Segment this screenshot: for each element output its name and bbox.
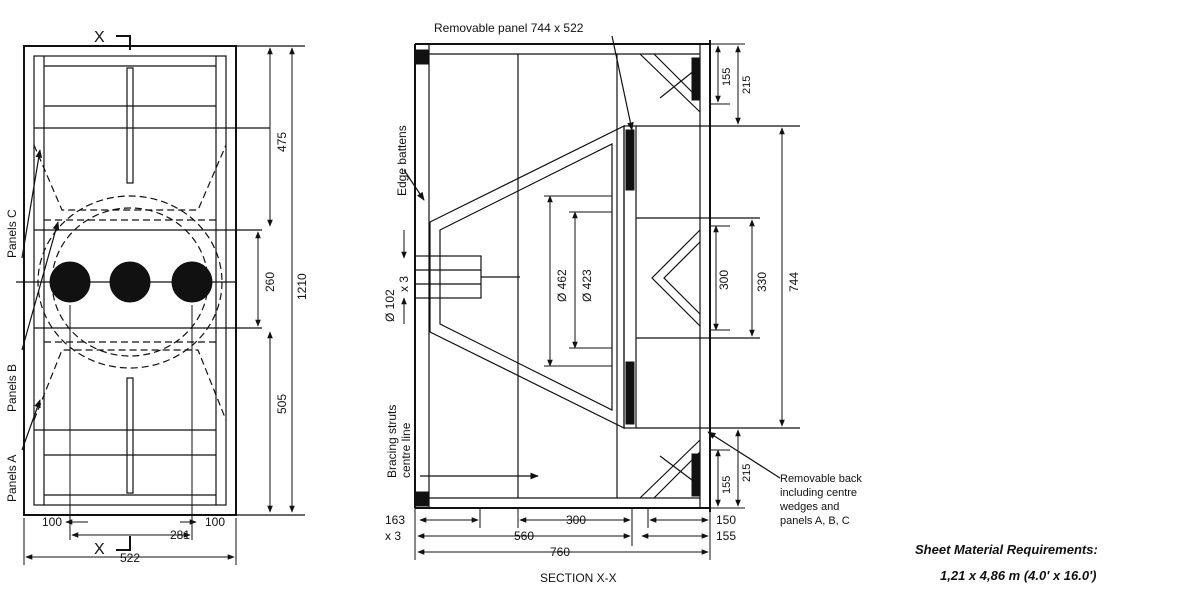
removable-back-line2: including centre	[780, 487, 857, 499]
dim-163: 163	[385, 513, 405, 527]
panels-b-label: Panels B	[5, 364, 19, 412]
port-tube	[414, 255, 482, 299]
removable-back-line4: panels A, B, C	[780, 515, 850, 527]
dim-155-h: 155	[716, 529, 736, 543]
dim-215-top: 215	[741, 76, 753, 94]
dim-300-v: 300	[717, 270, 731, 290]
sheet-values: 1,21 x 4,86 m (4.0' x 16.0')	[940, 568, 1097, 583]
edge-batten-bottom	[415, 491, 429, 507]
panels-c-leader	[21, 149, 43, 259]
dim-760: 760	[550, 545, 570, 559]
panels-b-leader	[21, 221, 60, 351]
section-marker-bottom-line	[116, 536, 131, 551]
back-batten-bottom	[691, 453, 701, 497]
dim-744: 744	[787, 272, 801, 292]
centre-line-label: centre line	[399, 422, 413, 478]
dim-155-top: 155	[721, 68, 733, 86]
dim-281: 281	[170, 528, 190, 542]
panel-batten	[625, 361, 635, 425]
panels-c-label: Panels C	[5, 209, 19, 258]
dim-522: 522	[120, 551, 140, 565]
dim-1210: 1210	[295, 273, 309, 300]
speaker-port-centre	[109, 261, 151, 303]
dim-215-bot: 215	[741, 464, 753, 482]
section-marker-top: X	[94, 29, 105, 46]
removable-back-line1: Removable back	[780, 473, 862, 485]
dim-x3-b: x 3	[385, 529, 401, 543]
edge-battens-leader	[403, 169, 425, 201]
dim-x3-a: x 3	[397, 276, 411, 292]
dim-d462: Ø 462	[555, 269, 569, 302]
dim-d423: Ø 423	[580, 269, 594, 302]
dim-475: 475	[275, 132, 289, 152]
dim-155-bot: 155	[721, 476, 733, 494]
dim-100-left: 100	[42, 515, 62, 529]
dim-300-h: 300	[566, 513, 586, 527]
removable-back-line3: wedges and	[779, 501, 839, 513]
front-view: X X Panels C Panels B Panels A 475 260 5…	[5, 29, 309, 565]
dim-d102: Ø 102	[383, 289, 397, 322]
panels-a-label: Panels A	[5, 455, 19, 502]
section-marker-top-line	[116, 35, 131, 50]
removable-panel-label: Removable panel 744 x 522	[434, 21, 584, 35]
dim-505: 505	[275, 394, 289, 414]
back-wedge-top	[639, 53, 701, 113]
back-wedge-bottom	[639, 439, 701, 499]
back-batten-top	[691, 57, 701, 101]
dim-260: 260	[263, 272, 277, 292]
dim-150: 150	[716, 513, 736, 527]
dim-100-right: 100	[205, 515, 225, 529]
front-hidden-line	[33, 144, 227, 211]
section-title: SECTION X-X	[540, 571, 617, 585]
front-centre-strut-bottom	[126, 377, 134, 494]
sheet-title: Sheet Material Requirements:	[915, 542, 1098, 557]
panels-a-leader	[21, 399, 41, 451]
cone-outer	[429, 125, 625, 429]
section-view: Removable panel 744 x 522 Edge battens B…	[383, 21, 862, 585]
cone-inner	[439, 143, 613, 411]
speaker-port-left	[49, 261, 91, 303]
dim-330: 330	[755, 272, 769, 292]
front-inner-frame	[33, 55, 227, 506]
panel-batten	[625, 129, 635, 191]
edge-batten-top	[415, 49, 429, 65]
centre-wedge	[651, 229, 701, 327]
removable-back-leader	[707, 431, 781, 479]
edge-battens-label: Edge battens	[395, 125, 409, 196]
front-centre-strut-top	[126, 67, 134, 184]
speaker-port-right	[171, 261, 213, 303]
section-marker-bottom: X	[94, 541, 105, 558]
front-hidden-line	[33, 349, 227, 421]
bracing-struts-label: Bracing struts	[385, 405, 399, 478]
dim-560: 560	[514, 529, 534, 543]
removable-panel-leader	[611, 35, 634, 131]
